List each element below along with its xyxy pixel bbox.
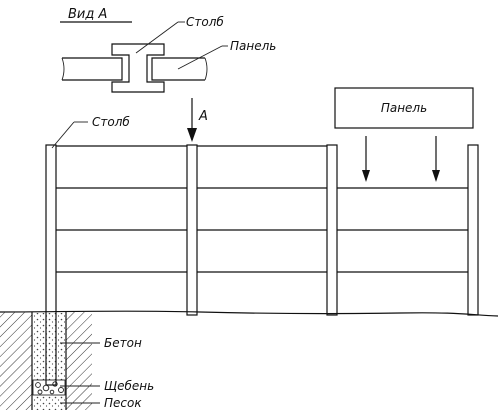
view-a-post-section (111, 43, 165, 93)
post-left (45, 144, 57, 386)
view-a-right-panel (151, 57, 205, 81)
post-2 (186, 144, 198, 316)
concrete-label: Бетон (104, 336, 142, 350)
soil-left-hatch (0, 312, 32, 410)
panel-insert-callout: Панель (334, 87, 474, 182)
view-a-left-panel (62, 57, 123, 81)
sand-layer (33, 395, 65, 410)
post-3 (326, 144, 338, 316)
panels-section-2 (197, 145, 327, 273)
panel-top-leader (177, 45, 223, 70)
panels-section-3 (337, 187, 468, 273)
concrete-fill (33, 313, 65, 380)
post-4 (467, 144, 479, 316)
post-top-leader (135, 21, 179, 54)
ground (0, 310, 498, 410)
post-main-callout: Столб (51, 115, 130, 149)
gravel-layer (32, 379, 66, 396)
panel-box (334, 87, 474, 129)
panels-section-1 (56, 145, 187, 273)
view-a-right-break (204, 57, 208, 81)
view-a-title: Вид А (68, 7, 107, 22)
panel-box-label: Панель (381, 101, 427, 115)
sand-label: Песок (104, 396, 142, 410)
section-marker-a: А (187, 98, 208, 142)
soil-right-hatch (66, 312, 92, 410)
post-top-label: Столб (186, 15, 224, 29)
view-a-left-break (61, 57, 65, 81)
panel-top-label: Панель (230, 39, 276, 53)
ground-legend: Бетон Щебень Песок (60, 336, 154, 410)
ground-line (0, 310, 498, 317)
gravel-label: Щебень (104, 379, 154, 393)
post-main-label: Столб (92, 115, 130, 129)
view-a-detail: Вид А Столб Панель (60, 7, 276, 93)
section-marker-label: А (198, 109, 208, 124)
